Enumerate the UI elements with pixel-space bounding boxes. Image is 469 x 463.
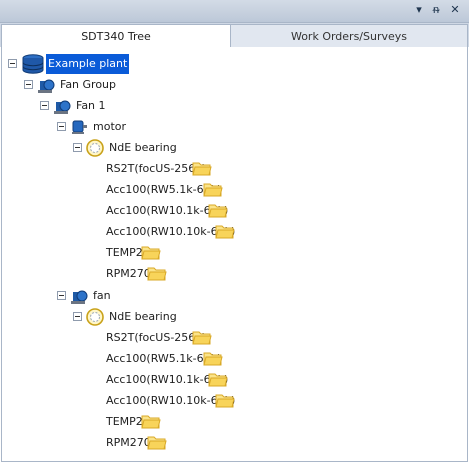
collapse-toggle-icon[interactable] — [40, 101, 49, 110]
machine-icon — [54, 100, 71, 114]
fan-icon — [71, 290, 88, 304]
machine-icon — [38, 79, 55, 93]
folder-icon — [215, 394, 235, 408]
folder-icon — [208, 204, 228, 218]
collapse-toggle-icon[interactable] — [73, 143, 82, 152]
collapse-toggle-icon[interactable] — [57, 291, 66, 300]
folder-icon — [203, 183, 223, 197]
tree-node-label: fan — [93, 289, 111, 302]
tree-node-label: NdE bearing — [109, 141, 177, 154]
tree-node-label: Acc100(RW10.10k-64k) — [106, 225, 236, 238]
motor-icon — [72, 120, 87, 134]
tree-node-label: Fan 1 — [76, 99, 106, 112]
tree-node-label: RS2T(focUS-256k) — [106, 162, 206, 175]
tree-node-label: NdE bearing — [109, 310, 177, 323]
folder-icon — [147, 436, 167, 450]
database-icon — [22, 54, 44, 74]
folder-icon — [203, 352, 223, 366]
tree-node-label: motor — [93, 120, 127, 133]
tree-node-label: Acc100(RW10.1k-64k) — [106, 373, 229, 386]
folder-icon — [215, 225, 235, 239]
tree-node-label: Fan Group — [60, 78, 117, 91]
tree-node-label: Acc100(RW5.1k-64k) — [106, 183, 222, 196]
tree-node-label: Acc100(RW10.1k-64k) — [106, 204, 229, 217]
folder-icon — [208, 373, 228, 387]
bearing-icon — [86, 139, 104, 157]
tree-node-label: RPM270 — [106, 436, 151, 449]
tree-node-label: RS2T(focUS-256k) — [106, 331, 206, 344]
tree-node-label: TEMP2 — [106, 246, 143, 259]
collapse-toggle-icon[interactable] — [8, 59, 17, 68]
folder-icon — [147, 267, 167, 281]
panel-titlebar: ▾ ᵰ ✕ — [0, 0, 469, 23]
tab-sdt340-tree[interactable]: SDT340 Tree — [1, 24, 231, 48]
dropdown-menu-icon[interactable]: ▾ — [416, 3, 422, 16]
bearing-icon — [86, 308, 104, 326]
collapse-toggle-icon[interactable] — [57, 122, 66, 131]
tree-view[interactable]: Example plant Fan Group Fan 1 motor NdE … — [1, 47, 468, 462]
collapse-toggle-icon[interactable] — [73, 312, 82, 321]
close-icon[interactable]: ✕ — [450, 3, 460, 16]
tree-node-label: Acc100(RW5.1k-64k) — [106, 352, 222, 365]
tree-node-label: Acc100(RW10.10k-64k) — [106, 394, 236, 407]
tab-work-orders-surveys[interactable]: Work Orders/Surveys — [230, 24, 468, 49]
folder-icon — [141, 246, 161, 260]
folder-icon — [192, 331, 212, 345]
tree-node-label: RPM270 — [106, 267, 151, 280]
tree-node-label: TEMP2 — [106, 415, 143, 428]
folder-icon — [192, 162, 212, 176]
tab-strip: SDT340 Tree Work Orders/Surveys — [0, 23, 469, 49]
pin-icon[interactable]: ᵰ — [432, 3, 440, 16]
folder-icon — [141, 415, 161, 429]
collapse-toggle-icon[interactable] — [24, 80, 33, 89]
tree-node-label: Example plant — [46, 54, 130, 74]
